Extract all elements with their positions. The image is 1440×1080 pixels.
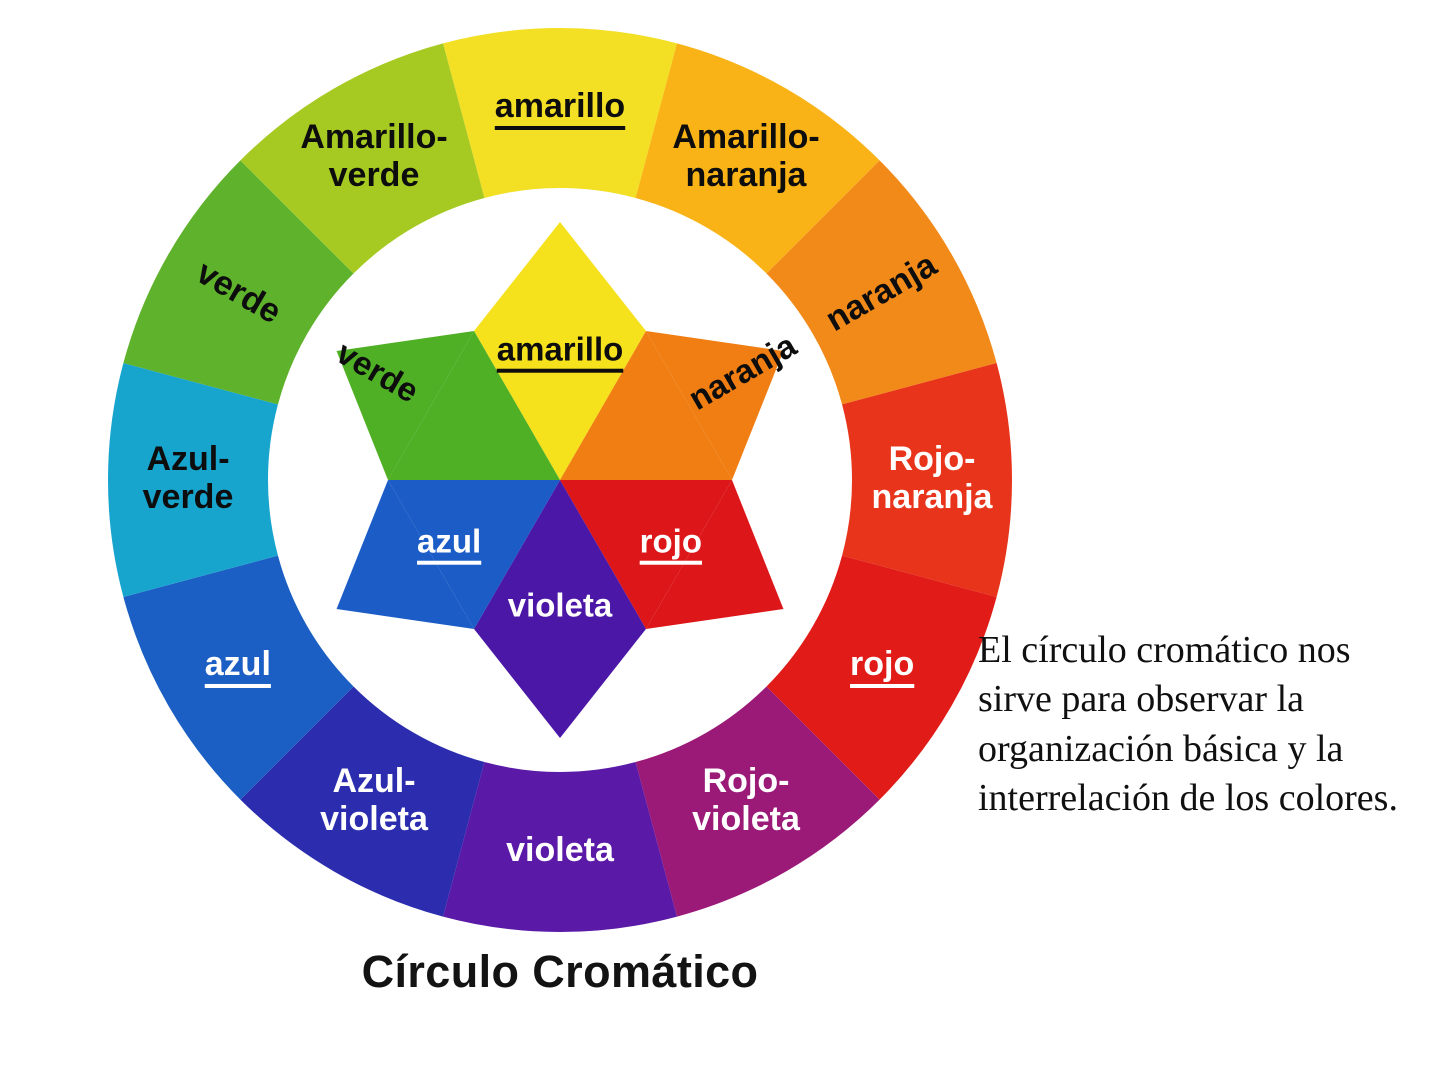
label-rojo: rojo	[850, 645, 915, 688]
label-text: amarillo	[495, 87, 625, 125]
ring-segment-violeta	[443, 762, 677, 932]
label-text: amarillo	[497, 331, 624, 368]
label-azul-violeta: Azul-violeta	[320, 762, 429, 838]
label-text: rojo	[640, 523, 702, 560]
inner-triangle-naranja	[646, 331, 784, 480]
label-rojo-violeta: Rojo-violeta	[692, 762, 801, 838]
ring-segment-amarillo	[443, 28, 677, 198]
ring-segment-amarillo-verde	[240, 43, 485, 274]
label-text: violeta	[692, 800, 801, 838]
label-text: violeta	[508, 587, 613, 624]
label-text: Amarillo-	[300, 118, 447, 156]
ring-segment-azul	[123, 555, 354, 800]
label-text: Rojo-	[703, 762, 790, 800]
label-amarillo: amarillo	[496, 331, 624, 373]
ring-segment-rojo	[766, 555, 997, 800]
label-text: naranja	[686, 156, 808, 194]
label-text: verde	[143, 478, 234, 516]
ring-segment-naranja	[766, 160, 997, 405]
label-rojo: rojo	[639, 523, 703, 565]
inner-wedge-amarillo	[474, 331, 646, 480]
label-violeta: violeta	[506, 831, 615, 869]
label-text: rojo	[850, 645, 914, 683]
inner-triangle-violeta	[474, 628, 646, 738]
label-amarillo-verde: Amarillo-verde	[300, 118, 447, 194]
label-text: Amarillo-	[672, 118, 819, 156]
ring-segment-rojo-naranja	[842, 363, 1012, 597]
label-text: Rojo-	[889, 440, 976, 478]
ring-segment-verde	[123, 160, 354, 405]
inner-triangle-amarillo	[474, 222, 646, 332]
inner-triangle-rojo	[646, 480, 784, 629]
label-rojo-naranja: Rojo-naranja	[872, 440, 994, 516]
label-azul-verde: Azul-verde	[143, 440, 234, 516]
inner-wedge-verde	[388, 331, 560, 480]
ring-segment-azul-verde	[108, 363, 278, 597]
inner-triangle-verde	[336, 331, 474, 480]
label-amarillo: amarillo	[494, 87, 626, 130]
outer-ring	[108, 28, 1012, 932]
inner-wedge-naranja	[560, 331, 732, 480]
label-text: Azul-	[146, 440, 229, 478]
label-azul: azul	[417, 523, 482, 565]
label-violeta: violeta	[508, 587, 613, 624]
ring-segment-rojo-violeta	[635, 686, 880, 917]
page-title: Círculo Cromático	[361, 946, 759, 997]
inner-wedge-rojo	[560, 480, 732, 629]
inner-wheel	[336, 222, 784, 738]
label-text: naranja	[872, 478, 994, 516]
label-amarillo-naranja: Amarillo-naranja	[672, 118, 819, 194]
label-text: azul	[205, 645, 271, 683]
label-text: verde	[329, 156, 420, 194]
explanation-paragraph: El círculo cromático nos sirve para obse…	[978, 629, 1398, 820]
inner-wedge-violeta	[474, 480, 646, 629]
label-azul: azul	[204, 645, 271, 688]
ring-segment-azul-violeta	[240, 686, 485, 917]
color-wheel-graphic: amarilloAmarillo-naranjanaranjaRojo-nara…	[108, 28, 1012, 932]
label-text: azul	[417, 523, 481, 560]
ring-segment-amarillo-naranja	[635, 43, 880, 274]
inner-triangle-azul	[336, 480, 474, 629]
inner-wedge-azul	[388, 480, 560, 629]
label-text: Azul-	[332, 762, 415, 800]
label-text: violeta	[320, 800, 429, 838]
label-text: violeta	[506, 831, 615, 869]
